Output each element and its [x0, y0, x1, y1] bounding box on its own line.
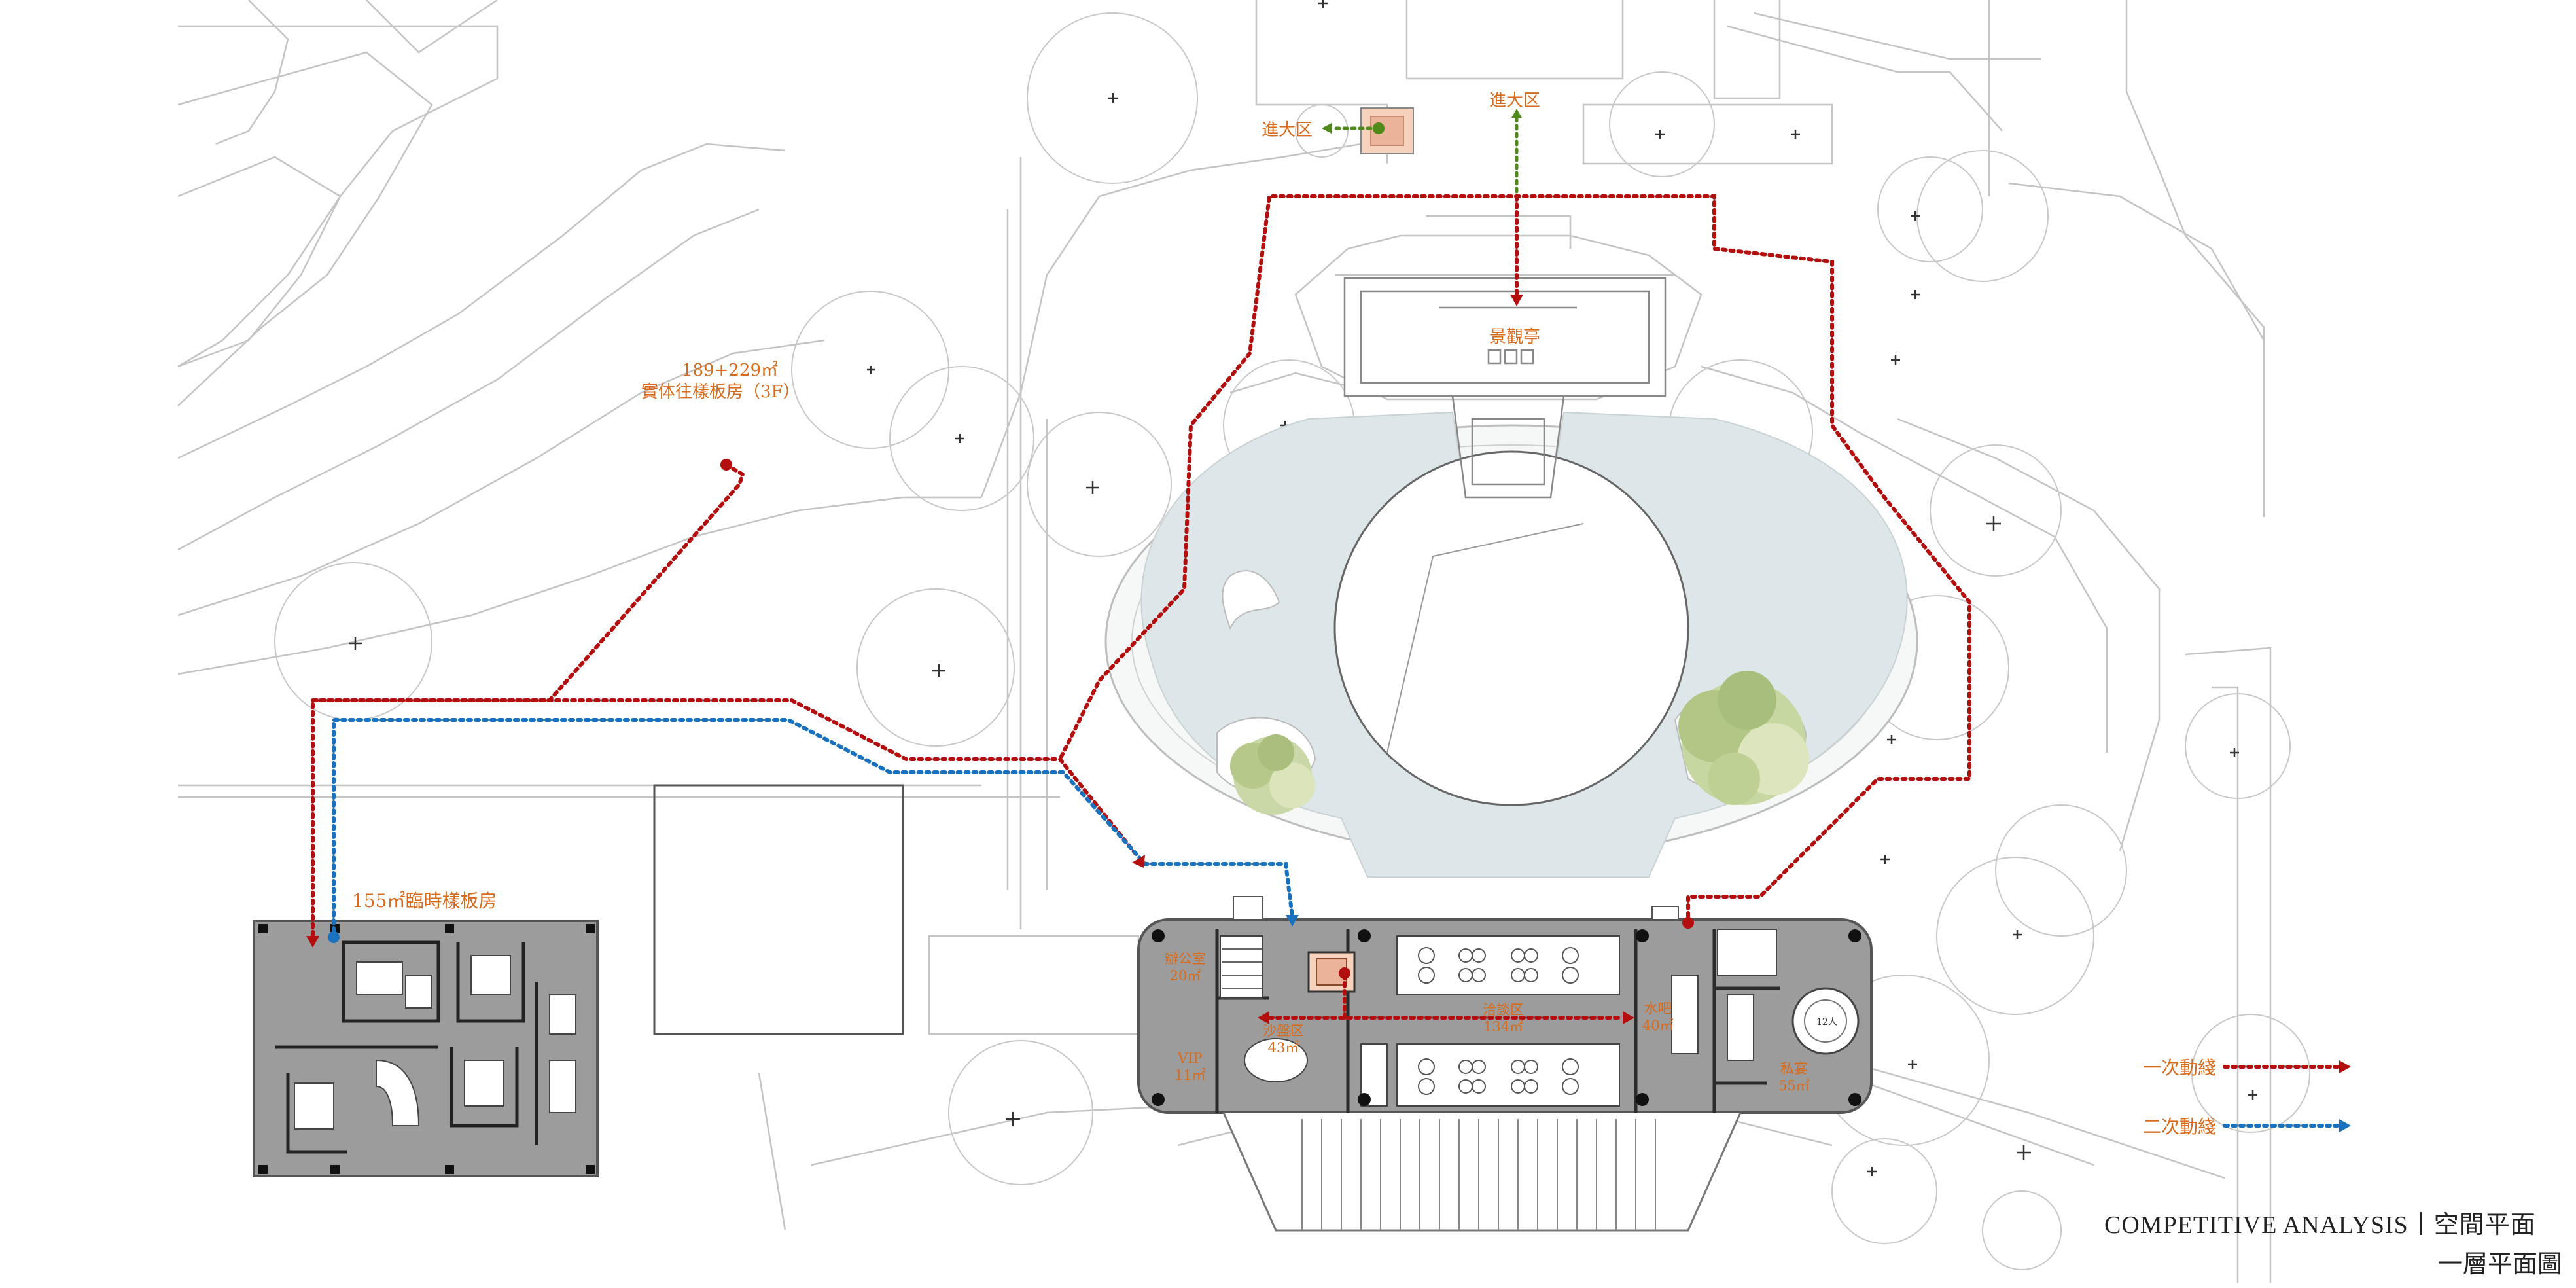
zone-office-name: 辦公室 [1165, 951, 1206, 967]
route-dots [328, 122, 1694, 979]
water-island-small [1222, 570, 1280, 630]
zone-office: 辦公室 20㎡ [1165, 950, 1206, 984]
zone-office-area: 20㎡ [1169, 968, 1201, 984]
page-subtitle: 一層平面圖 [2438, 1251, 2563, 1278]
zone-negotiation-area: 134㎡ [1483, 1019, 1524, 1035]
zone-sand-area: 43㎡ [1267, 1040, 1299, 1056]
pavilion-label: 景觀亭 [1489, 327, 1541, 347]
zone-vip-name: VIP [1178, 1050, 1203, 1066]
temp-showflat-label: 155㎡臨時樣板房 [352, 890, 497, 912]
legend-lines [2223, 1060, 2351, 1132]
entry-label-left: 進大区 [1262, 120, 1313, 140]
zone-water-bar-area: 40㎡ [1642, 1018, 1674, 1033]
zone-sand-name: 沙盤区 [1263, 1023, 1304, 1039]
zone-private-dining-area: 55㎡ [1778, 1078, 1810, 1094]
arrow-heads [306, 109, 1634, 1024]
tree-canopy-left [1230, 734, 1315, 815]
legend-primary-label: 一次動綫 [2143, 1057, 2217, 1079]
secondary-circulation-route [332, 718, 1294, 941]
table-seats-label: 12人 [1816, 1017, 1837, 1028]
zone-private-dining: 私宴 55㎡ [1778, 1060, 1810, 1094]
entry-label-top: 進大区 [1489, 91, 1541, 111]
pavilion [1343, 277, 1667, 499]
zone-sand: 沙盤区 43㎡ [1263, 1022, 1304, 1056]
legend-secondary-label: 二次動綫 [2143, 1116, 2217, 1137]
entry-gate [1360, 107, 1414, 154]
zone-vip-area: 11㎡ [1174, 1067, 1206, 1083]
showflat-desc-label: 實体往樣板房（3F） [641, 382, 800, 402]
zone-water-bar-name: 水吧 [1644, 1001, 1672, 1016]
temporary-showflat [253, 920, 599, 1177]
zone-negotiation: 洽談区 134㎡ [1483, 1001, 1524, 1035]
central-island [1333, 450, 1689, 806]
zone-private-dining-name: 私宴 [1780, 1061, 1808, 1077]
entry-arrows [1330, 116, 1519, 198]
zone-water-bar: 水吧 40㎡ [1642, 1000, 1674, 1034]
tree-canopy-right [1678, 671, 1809, 805]
showflat-area-label: 189+229㎡ [682, 361, 779, 380]
zone-negotiation-name: 洽談区 [1483, 1002, 1524, 1018]
page-title: COMPETITIVE ANALYSIS丨空間平面 [2104, 1211, 2536, 1239]
sales-center-building [1137, 896, 1873, 1232]
primary-circulation-route [311, 194, 1971, 1020]
zone-vip: VIP 11㎡ [1174, 1050, 1206, 1084]
